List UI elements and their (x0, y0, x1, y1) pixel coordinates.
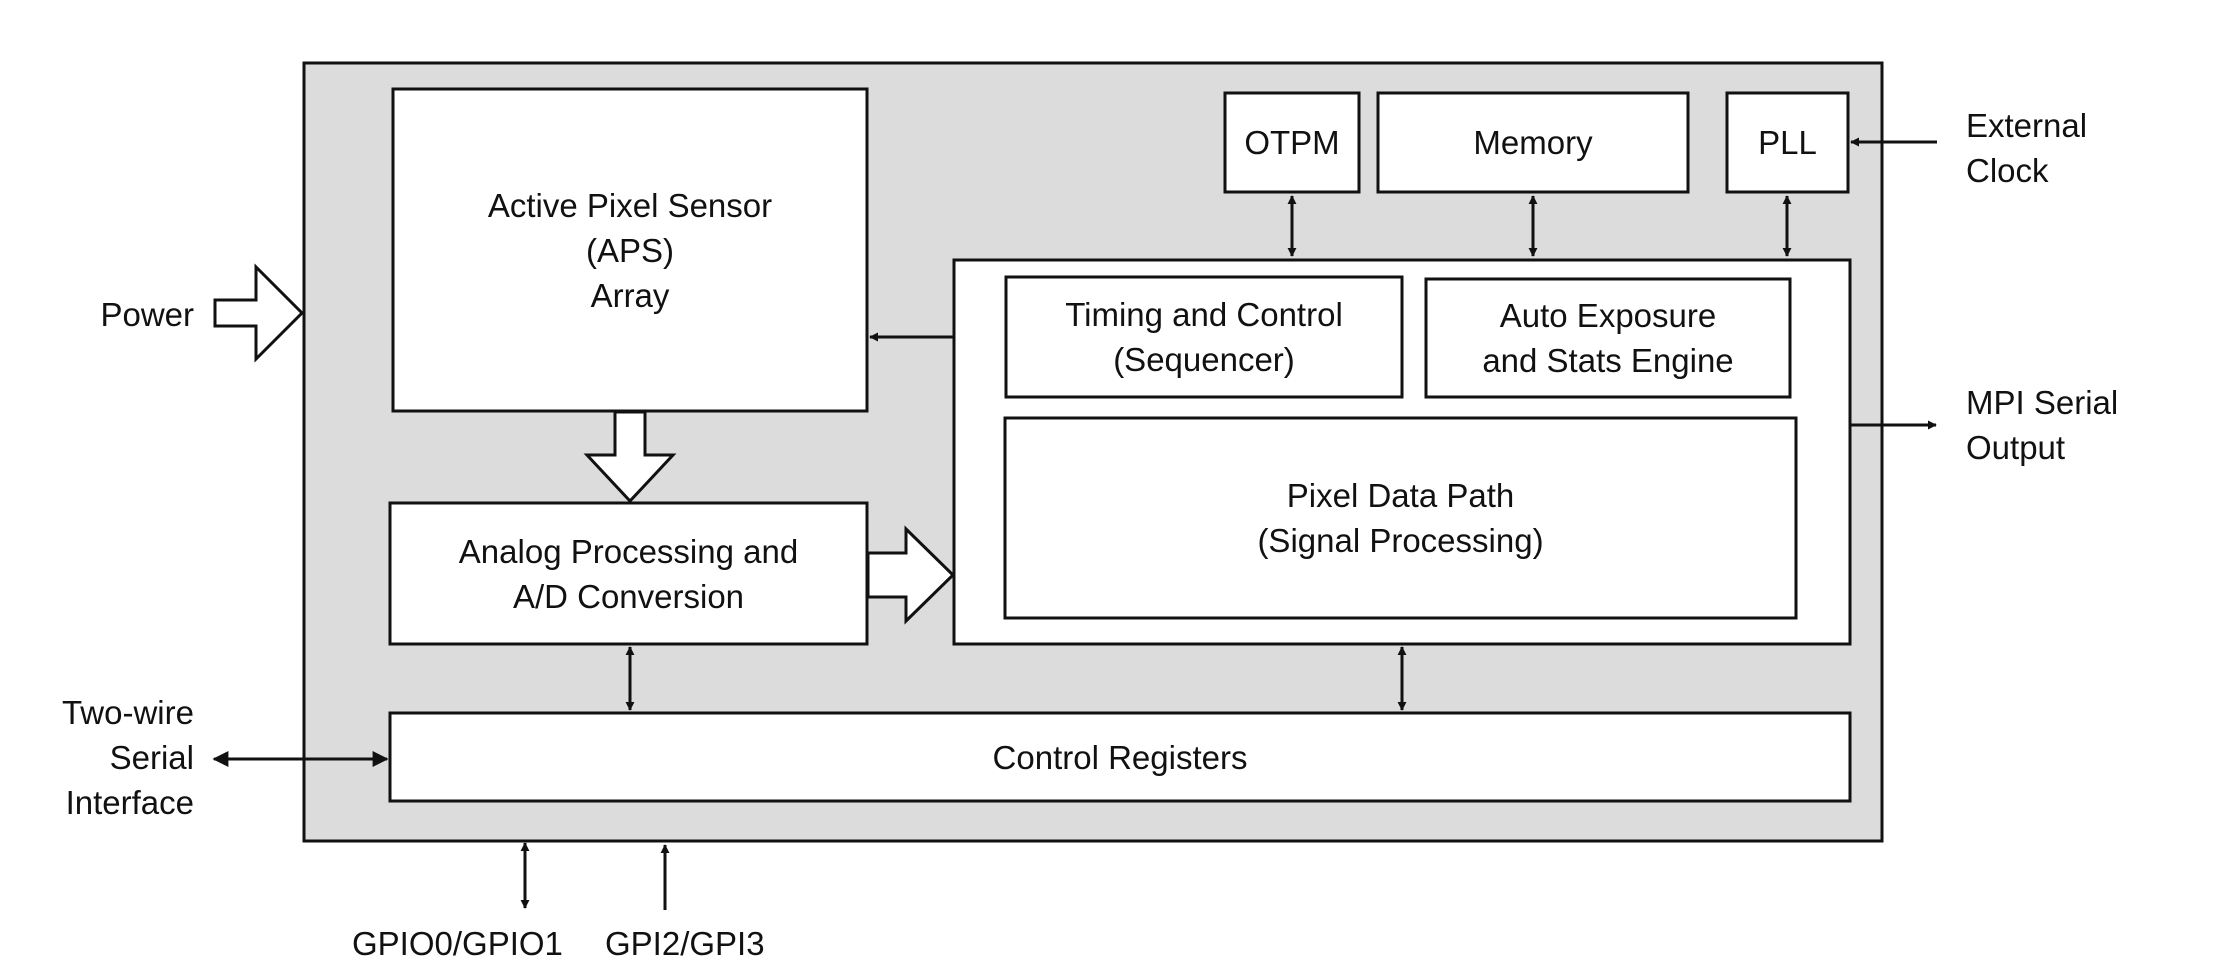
analog-block (388, 501, 869, 646)
aps-label: Active Pixel Sensor (APS) Array (487, 186, 773, 314)
otpm-label: OTPM (1244, 124, 1340, 161)
control-registers-label: Control Registers (992, 738, 1248, 776)
power-arrow (213, 263, 305, 363)
memory-block (1376, 91, 1690, 194)
two-wire-label: Two-wire Serial Interface (61, 694, 194, 821)
gpi23-label: GPI2/GPI3 (605, 925, 765, 962)
aps-to-analog-arrow (583, 410, 677, 504)
memory-label: Memory (1473, 124, 1593, 161)
external-clock-label: External Clock (1966, 107, 2088, 189)
timing-label: Timing and Control (Sequencer) (1065, 296, 1343, 378)
gpio01-label: GPIO0/GPIO1 (352, 925, 563, 962)
analog-label: Analog Processing and A/D Conversion (458, 532, 799, 615)
power-label: Power (100, 296, 194, 333)
control-registers-block (388, 711, 1852, 803)
pixel-path-label: Pixel Data Path (Signal Processing) (1257, 477, 1544, 559)
aps-block (391, 87, 869, 413)
mpi-output-label: MPI Serial Output (1966, 384, 2119, 466)
pll-block (1725, 91, 1850, 194)
otpm-block (1223, 91, 1361, 194)
pixel-path-block (1003, 416, 1798, 620)
auto-exposure-label: Auto Exposure and Stats Engine (1482, 297, 1734, 379)
analog-to-processor-arrow (866, 525, 956, 625)
auto-exposure-block (1424, 277, 1792, 399)
pll-label: PLL (1758, 124, 1817, 161)
timing-block (1004, 275, 1404, 399)
